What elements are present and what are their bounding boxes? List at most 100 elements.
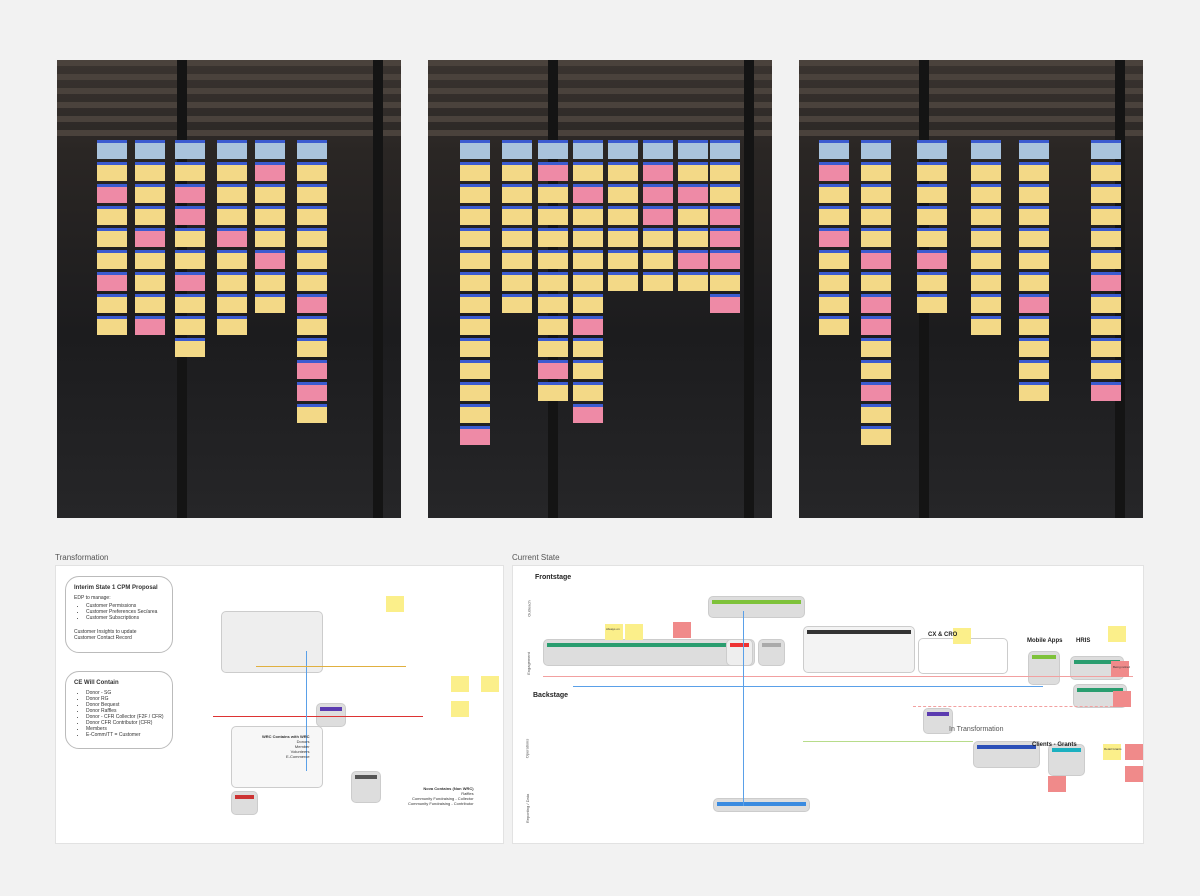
- sticky-note: [255, 184, 285, 203]
- list-item: Donor CFR Contributor (CFR): [86, 720, 164, 726]
- sticky-note: [573, 250, 603, 269]
- sticky-note: [971, 162, 1001, 181]
- sticky-note: [297, 316, 327, 335]
- sticky-note: [97, 184, 127, 203]
- sticky-note: [1019, 206, 1049, 225]
- sticky-note: [917, 206, 947, 225]
- sticky-note: [460, 272, 490, 291]
- sticky-note: [297, 184, 327, 203]
- sticky-note: [917, 228, 947, 247]
- sticky-note: [861, 404, 891, 423]
- window-post: [373, 60, 384, 518]
- sticky-note: [538, 338, 568, 357]
- ceiling-beam: [57, 116, 401, 122]
- sticky-note: [255, 228, 285, 247]
- list-item: Donor RG: [86, 696, 164, 702]
- cx-cro-heading: CX & CRO: [928, 632, 958, 638]
- sticky-note: [710, 272, 740, 291]
- sticky-note: [135, 140, 165, 159]
- sticky-note: [1091, 206, 1121, 225]
- sticky-note: [175, 338, 205, 357]
- list-item: E-Comm/TT = Customer: [86, 732, 164, 738]
- ceiling-beam: [57, 88, 401, 94]
- sticky-note: [971, 316, 1001, 335]
- sticky-note: [710, 140, 740, 159]
- sticky-note: [608, 140, 638, 159]
- sticky-note: [502, 294, 532, 313]
- sticky-note: [917, 294, 947, 313]
- sticky-note: [678, 140, 708, 159]
- sticky-note: [710, 206, 740, 225]
- row-label: Engagement: [525, 652, 531, 675]
- sticky-note: [217, 272, 247, 291]
- sticky-note: [502, 250, 532, 269]
- sticky-note: [97, 250, 127, 269]
- frontstage-heading: Frontstage: [535, 574, 572, 581]
- sticky-note: [538, 250, 568, 269]
- sticky-note: [255, 250, 285, 269]
- sticky-note: [538, 162, 568, 181]
- ceiling-beam: [428, 116, 772, 122]
- sticky-note: [861, 140, 891, 159]
- note-line: Raffles: [461, 791, 474, 796]
- note-line: Volunteers: [290, 749, 310, 754]
- sticky-note: [861, 426, 891, 445]
- sticky-note: [175, 140, 205, 159]
- sticky-note: [917, 140, 947, 159]
- sticky-note: [678, 250, 708, 269]
- sticky-note: [710, 250, 740, 269]
- sticky-note: [135, 206, 165, 225]
- sticky-note: [255, 272, 285, 291]
- sticky-note: [710, 162, 740, 181]
- sticky-note: [971, 184, 1001, 203]
- sticky-note: [861, 228, 891, 247]
- clients-grants-heading: Clients - Grants: [1032, 742, 1077, 748]
- sticky-note: [135, 184, 165, 203]
- list-item: Customer Permissions: [86, 603, 164, 609]
- sticky-note: [135, 294, 165, 313]
- sticky-note: [1019, 250, 1049, 269]
- sticky-note: [861, 316, 891, 335]
- proposal-intro: EDP to manage:: [74, 595, 111, 601]
- list-item: Donor - SG: [86, 690, 164, 696]
- sticky-note: [297, 360, 327, 379]
- sticky-note: [608, 184, 638, 203]
- sticky-note: [217, 184, 247, 203]
- sticky-note: [861, 338, 891, 357]
- sticky-note: [819, 228, 849, 247]
- sticky-note: [643, 272, 673, 291]
- sticky-note: [460, 140, 490, 159]
- note-line: Member: [294, 744, 310, 749]
- sticky-note: [217, 162, 247, 181]
- sticky-note: [643, 228, 673, 247]
- sticky-note: [861, 162, 891, 181]
- ceiling-beam: [57, 102, 401, 108]
- sticky-note: [861, 294, 891, 313]
- sticky-note: [460, 228, 490, 247]
- note-line: Donors: [296, 739, 310, 744]
- ceiling-beam: [799, 88, 1143, 94]
- sticky-note: [1091, 316, 1121, 335]
- sticky-note: [819, 294, 849, 313]
- sticky-note: [297, 250, 327, 269]
- ceiling-beam: [799, 74, 1143, 80]
- sticky-note: [217, 316, 247, 335]
- sticky-note: [175, 294, 205, 313]
- retail-grants-note: Retail Grants: [1104, 747, 1122, 751]
- sticky-note: [97, 162, 127, 181]
- sticky-note: [573, 206, 603, 225]
- sticky-note: [819, 316, 849, 335]
- note-line: WRC Contains with WRC: [262, 734, 310, 739]
- sticky-note: [861, 272, 891, 291]
- sticky-note: [608, 162, 638, 181]
- sticky-note: [1019, 228, 1049, 247]
- sticky-note: [460, 404, 490, 423]
- sticky-note: [861, 206, 891, 225]
- sticky-note: [538, 382, 568, 401]
- sticky-note: [573, 360, 603, 379]
- sticky-note: [861, 360, 891, 379]
- sticky-note: [217, 250, 247, 269]
- sticky-note: [971, 228, 1001, 247]
- sticky-note: [710, 184, 740, 203]
